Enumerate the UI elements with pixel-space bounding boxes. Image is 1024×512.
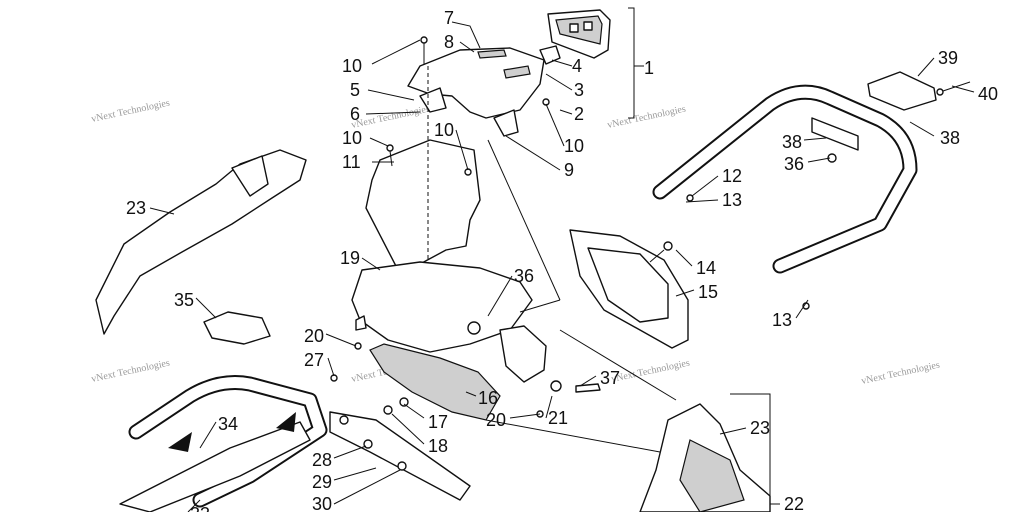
watermark-text: vNext Technologies [350, 104, 431, 131]
watermark-text: vNext Technologies [860, 360, 941, 387]
reference-line [559, 329, 677, 401]
callout-30: 30 [312, 494, 332, 512]
callout-39: 39 [938, 48, 958, 68]
callout-16: 16 [478, 388, 498, 408]
callout-21: 21 [548, 408, 568, 428]
bracket-39-part [867, 71, 937, 111]
bracket-38-part [811, 117, 859, 151]
callout-34: 34 [218, 414, 238, 434]
callout-15: 15 [698, 282, 718, 302]
fasteners [330, 36, 971, 471]
watermark-text: vNext Technologies [606, 104, 687, 131]
callout-12: 12 [722, 166, 742, 186]
bracket-part [499, 325, 547, 383]
callouts: 7 8 10 4 1 5 3 6 2 10 10 10 11 9 39 40 3… [126, 8, 998, 512]
flap-extension-part [369, 343, 501, 421]
watermark-text: vNext Technologies [90, 358, 171, 385]
left-trim-inner [231, 155, 269, 197]
parts [95, 9, 971, 512]
callout-10: 10 [342, 56, 362, 76]
grab-handle-part [652, 84, 918, 274]
callout-6: 6 [350, 104, 360, 124]
callout-23: 23 [126, 198, 146, 218]
callout-3: 3 [574, 80, 584, 100]
callout-10: 10 [434, 120, 454, 140]
callout-22: 22 [784, 494, 804, 512]
leader-lines [149, 7, 975, 512]
callout-2: 2 [574, 104, 584, 124]
callout-20: 20 [486, 410, 506, 430]
callout-36: 36 [514, 266, 534, 286]
callout-14: 14 [696, 258, 716, 278]
callout-10: 10 [342, 128, 362, 148]
callout-4: 4 [572, 56, 582, 76]
callout-11: 11 [342, 152, 361, 172]
watermark-text: vNext Technologies [90, 98, 171, 125]
callout-40: 40 [978, 84, 998, 104]
callout-18: 18 [428, 436, 448, 456]
arrow-marker [276, 412, 296, 432]
callout-35: 35 [174, 290, 194, 310]
callout-20: 20 [304, 326, 324, 346]
callout-7: 7 [444, 8, 454, 28]
callout-13: 13 [722, 190, 742, 210]
right-panel-inner [679, 439, 745, 512]
callout-33: 33 [190, 504, 210, 512]
callout-13: 13 [772, 310, 792, 330]
mud-flap-panel-part [365, 139, 481, 271]
taillight-housing-part [407, 47, 545, 137]
callout-37: 37 [600, 368, 620, 388]
callout-28: 28 [312, 450, 332, 470]
callout-38: 38 [940, 128, 960, 148]
callout-5: 5 [350, 80, 360, 100]
callout-1: 1 [644, 58, 654, 78]
callout-8: 8 [444, 32, 454, 52]
callout-27: 27 [304, 350, 324, 370]
reference-line [485, 419, 661, 453]
rear-bumper-part [119, 375, 471, 512]
callout-19: 19 [340, 248, 360, 268]
callout-36: 36 [784, 154, 804, 174]
reference-line [487, 139, 561, 301]
callout-17: 17 [428, 412, 448, 432]
callout-38: 38 [782, 132, 802, 152]
callout-10: 10 [564, 136, 584, 156]
rear-flap-part [351, 261, 533, 353]
side-panel-inner [587, 247, 669, 323]
callout-29: 29 [312, 472, 332, 492]
reference-line [519, 299, 561, 313]
callout-23: 23 [750, 418, 770, 438]
callout-9: 9 [564, 160, 574, 180]
small-cover-part [203, 311, 271, 345]
taillight-part [539, 9, 611, 65]
left-trim-part [95, 149, 307, 335]
watermark-text: vNext Technologies [610, 358, 691, 385]
arrow-marker [168, 432, 192, 452]
